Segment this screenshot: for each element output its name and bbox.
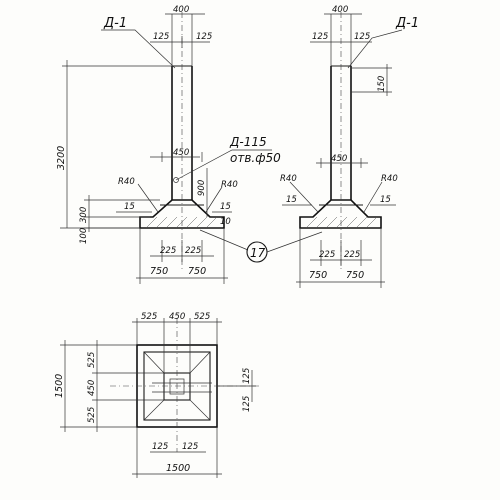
radius-right-side: R40 — [381, 174, 398, 184]
label-d1-front: Д-1 — [103, 16, 127, 31]
plan-dim-525-left-top: 525 — [87, 352, 97, 368]
dim-450-front: 450 — [173, 148, 189, 158]
label-d1-side: Д-1 — [395, 16, 419, 31]
dim-225-front-right: 225 — [185, 246, 201, 256]
plan-dim-1500-left: 1500 — [54, 374, 65, 398]
side-leader-d1 — [347, 29, 403, 69]
plan-dim-line-1500-bottom — [132, 427, 222, 478]
label-insert-hole: отв.ф50 — [230, 151, 281, 165]
leader-r40-right — [205, 186, 223, 213]
plan-dim-525-left-bottom: 525 — [87, 407, 97, 423]
dim-line-300 — [84, 195, 160, 232]
side-dim-400: 400 — [332, 5, 348, 15]
side-dim-225-left: 225 — [319, 250, 335, 260]
dim-225-front-left: 225 — [160, 246, 176, 256]
dim-125-right: 125 — [196, 32, 212, 42]
footing-slab — [139, 199, 225, 229]
side-footing-hatch — [305, 216, 378, 229]
side-dim-125-left: 125 — [312, 32, 328, 42]
dim-line-400 — [165, 13, 205, 66]
plan-haunch-diagonals — [143, 351, 211, 421]
plan-dim-125-bottom-left: 125 — [152, 442, 168, 452]
side-dim-225-right: 225 — [344, 250, 360, 260]
side-dim-line-150 — [351, 64, 392, 96]
plan-dim-line-top — [132, 318, 222, 373]
dim-125-left: 125 — [153, 32, 169, 42]
side-dim-15-left: 15 — [286, 195, 297, 205]
side-elevation: 400 125 125 Д-1 150 450 R40 R40 15 15 22… — [266, 5, 419, 288]
dim-line-225-front — [150, 240, 214, 262]
radius-left-front: R40 — [118, 177, 135, 187]
radius-right-front: R40 — [221, 180, 238, 190]
side-leader-pos — [266, 231, 323, 253]
dim-10-front: 10 — [220, 217, 231, 227]
dim-750-front-right: 750 — [188, 266, 206, 277]
side-dim-150: 150 — [377, 76, 387, 92]
footing-hatch — [145, 216, 218, 229]
dim-300: 300 — [79, 207, 89, 223]
plan-dim-450-left: 450 — [87, 380, 97, 396]
plan-dim-525-top-left: 525 — [141, 312, 157, 322]
plan-dim-125-right-bottom: 125 — [242, 396, 252, 412]
dim-line-3200 — [60, 60, 172, 229]
dim-line-750-front — [136, 228, 228, 284]
plan-dim-line-right — [217, 370, 256, 402]
leader-d1 — [101, 29, 176, 69]
side-dim-15-right: 15 — [380, 195, 391, 205]
side-dim-750-right: 750 — [346, 270, 364, 281]
side-dim-125-right: 125 — [354, 32, 370, 42]
column-shaft — [171, 66, 193, 200]
plan-dim-125-bottom-right: 125 — [182, 442, 198, 452]
side-dim-line-450 — [316, 158, 368, 168]
position-number: 17 — [250, 246, 266, 260]
plan-hidden-lines — [152, 382, 212, 393]
side-dim-line-225 — [310, 240, 372, 266]
label-insert: Д-115 — [229, 135, 267, 149]
plan-dim-125-right-top: 125 — [242, 368, 252, 384]
dim-15-front-right: 15 — [220, 202, 231, 212]
dim-line-125 — [150, 36, 210, 48]
leader-pos-front — [199, 229, 249, 251]
dim-3200: 3200 — [56, 146, 67, 170]
dim-900: 900 — [197, 180, 207, 196]
leader-r40-left — [137, 183, 159, 213]
dim-line-450-front — [150, 152, 203, 162]
dim-15-front-left: 15 — [124, 202, 135, 212]
side-footing-slab — [299, 199, 382, 229]
dim-400: 400 — [173, 5, 189, 15]
dim-100: 100 — [79, 228, 89, 244]
plan-dim-1500-bottom: 1500 — [166, 463, 190, 474]
radius-left-side: R40 — [280, 174, 297, 184]
side-dim-line-400 — [324, 13, 362, 66]
side-dim-750-left: 750 — [309, 270, 327, 281]
front-elevation: 400 125 125 Д-1 3200 450 Д-115 отв.ф50 9… — [56, 5, 281, 284]
dim-750-front-left: 750 — [150, 266, 168, 277]
insert-hole — [173, 177, 179, 183]
plan-dim-450-top: 450 — [169, 312, 185, 322]
side-leader-r40-left — [289, 181, 319, 213]
side-leader-r40-right — [363, 181, 383, 213]
side-column-shaft — [330, 66, 352, 200]
plan-view: 525 450 525 1500 525 450 525 125 125 125… — [54, 312, 262, 478]
side-dim-line-750 — [296, 228, 385, 288]
plan-dim-525-top-right: 525 — [194, 312, 210, 322]
plan-dim-line-left-parts — [92, 340, 164, 432]
position-mark: 17 — [246, 241, 268, 263]
side-dim-450: 450 — [331, 154, 347, 164]
leader-insert — [175, 149, 272, 181]
plan-dim-line-1500-left — [60, 340, 137, 432]
